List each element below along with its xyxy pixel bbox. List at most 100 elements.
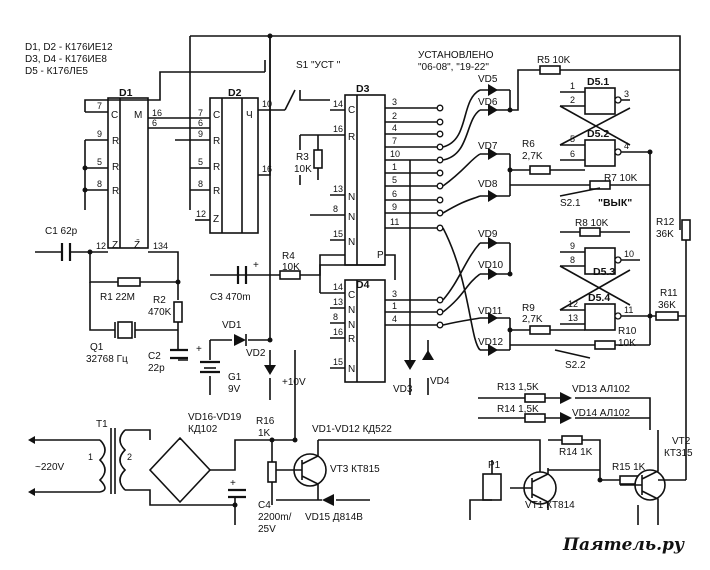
svg-text:+: + — [253, 260, 259, 271]
supply-label: +10V — [282, 377, 306, 388]
switch-s2-1 — [559, 187, 601, 197]
gate-d5-4 — [584, 303, 616, 331]
svg-text:5: 5 — [97, 157, 102, 167]
svg-text:8: 8 — [333, 204, 338, 214]
svg-text:4: 4 — [392, 123, 397, 133]
svg-text:R5 10K: R5 10K — [537, 55, 571, 66]
legend-line-2: D3, D4 - К176ИЕ8 — [25, 54, 107, 65]
zener-vd15 — [322, 494, 334, 506]
svg-text:C4: C4 — [258, 500, 271, 511]
svg-text:R7 10K: R7 10K — [604, 173, 638, 184]
chip-d4-label: D4 — [356, 279, 370, 291]
resistor-r14 — [524, 413, 546, 423]
r1-label: R1 22M — [100, 292, 135, 303]
svg-text:14: 14 — [333, 282, 343, 292]
svg-text:13: 13 — [333, 297, 343, 307]
svg-text:12: 12 — [568, 299, 578, 309]
svg-text:N: N — [348, 192, 355, 203]
svg-text:470K: 470K — [148, 307, 172, 318]
svg-text:1: 1 — [88, 452, 93, 462]
svg-text:R: R — [213, 162, 220, 173]
c1-label: C1 62p — [45, 226, 78, 237]
svg-text:12: 12 — [96, 241, 106, 251]
resistor-r13 — [524, 393, 546, 403]
svg-text:C3 470m: C3 470m — [210, 292, 251, 303]
svg-text:1K: 1K — [258, 428, 271, 439]
legend-line-3: D5 - К176ЛЕ5 — [25, 66, 88, 77]
svg-text:16: 16 — [152, 108, 162, 118]
junction-dots — [82, 33, 653, 508]
svg-text:16: 16 — [333, 124, 343, 134]
svg-text:R4: R4 — [282, 251, 295, 262]
resistor-r16 — [267, 461, 277, 483]
svg-text:6: 6 — [198, 118, 203, 128]
svg-text:VD5: VD5 — [478, 74, 498, 85]
svg-text:5: 5 — [198, 157, 203, 167]
svg-text:11: 11 — [624, 305, 633, 315]
svg-text:R10: R10 — [618, 326, 637, 337]
svg-text:13: 13 — [568, 313, 578, 323]
svg-text:R12: R12 — [656, 217, 675, 228]
svg-text:+: + — [230, 478, 236, 489]
svg-text:R2: R2 — [153, 295, 166, 306]
svg-text:3: 3 — [392, 97, 397, 107]
svg-text:9: 9 — [570, 241, 575, 251]
svg-text:S2.2: S2.2 — [565, 360, 586, 371]
svg-text:VD4: VD4 — [430, 376, 450, 387]
svg-text:22p: 22p — [148, 363, 165, 374]
svg-text:16: 16 — [262, 164, 272, 174]
svg-text:N: N — [348, 364, 355, 375]
svg-text:8: 8 — [198, 179, 203, 189]
svg-text:C: C — [111, 110, 118, 121]
svg-text:25V: 25V — [258, 524, 276, 535]
svg-text:N: N — [348, 320, 355, 331]
svg-text:Q1: Q1 — [90, 342, 104, 353]
legend-line-1: D1, D2 - К176ИЕ12 — [25, 42, 113, 53]
resistor-r4 — [279, 270, 301, 280]
svg-text:C2: C2 — [148, 351, 161, 362]
svg-text:D5.4: D5.4 — [588, 292, 610, 304]
diode-vd2 — [264, 365, 276, 375]
svg-text:T1: T1 — [96, 419, 108, 430]
diode-bridge — [148, 436, 212, 504]
resistor-r14-1k — [561, 435, 583, 445]
chip-d2 — [209, 97, 259, 234]
svg-text:VT2: VT2 — [672, 436, 691, 447]
svg-text:VD15 Д814В: VD15 Д814В — [305, 512, 363, 523]
svg-text:2: 2 — [570, 95, 575, 105]
svg-text:10: 10 — [624, 249, 634, 259]
svg-text:9: 9 — [198, 129, 203, 139]
svg-text:S2.1: S2.1 — [560, 198, 581, 209]
resistor-r2 — [173, 301, 183, 323]
svg-text:VD3: VD3 — [393, 384, 413, 395]
svg-text:R: R — [112, 186, 119, 197]
relay-p1 — [482, 473, 502, 501]
svg-text:+: + — [196, 344, 202, 355]
svg-text:R: R — [213, 186, 220, 197]
svg-text:2: 2 — [392, 111, 397, 121]
resistor-r9 — [529, 325, 551, 335]
svg-text:11: 11 — [390, 217, 399, 227]
svg-text:134: 134 — [153, 241, 168, 251]
svg-text:R: R — [213, 136, 220, 147]
svg-text:9: 9 — [97, 129, 102, 139]
svg-text:"ВЫК": "ВЫК" — [598, 197, 632, 209]
chip-d1-label: D1 — [119, 87, 133, 99]
svg-text:9: 9 — [392, 202, 397, 212]
ac-input-label: ~220V — [35, 462, 65, 473]
svg-text:R14 1,5K: R14 1,5K — [497, 404, 539, 415]
svg-text:R11: R11 — [660, 288, 678, 299]
resistor-r6 — [529, 165, 551, 175]
bus-left-drop — [175, 36, 191, 141]
svg-text:R: R — [112, 162, 119, 173]
svg-text:R14 1K: R14 1K — [559, 447, 593, 458]
transformer-t1 — [98, 439, 106, 493]
svg-text:VD11: VD11 — [478, 306, 503, 317]
svg-text:Z: Z — [213, 214, 219, 225]
svg-text:10: 10 — [390, 149, 400, 159]
svg-text:VD10: VD10 — [478, 260, 503, 271]
svg-text:4: 4 — [624, 141, 629, 151]
svg-text:VD12: VD12 — [478, 337, 503, 348]
gate-d5-1 — [584, 87, 616, 115]
svg-text:8: 8 — [570, 255, 575, 265]
